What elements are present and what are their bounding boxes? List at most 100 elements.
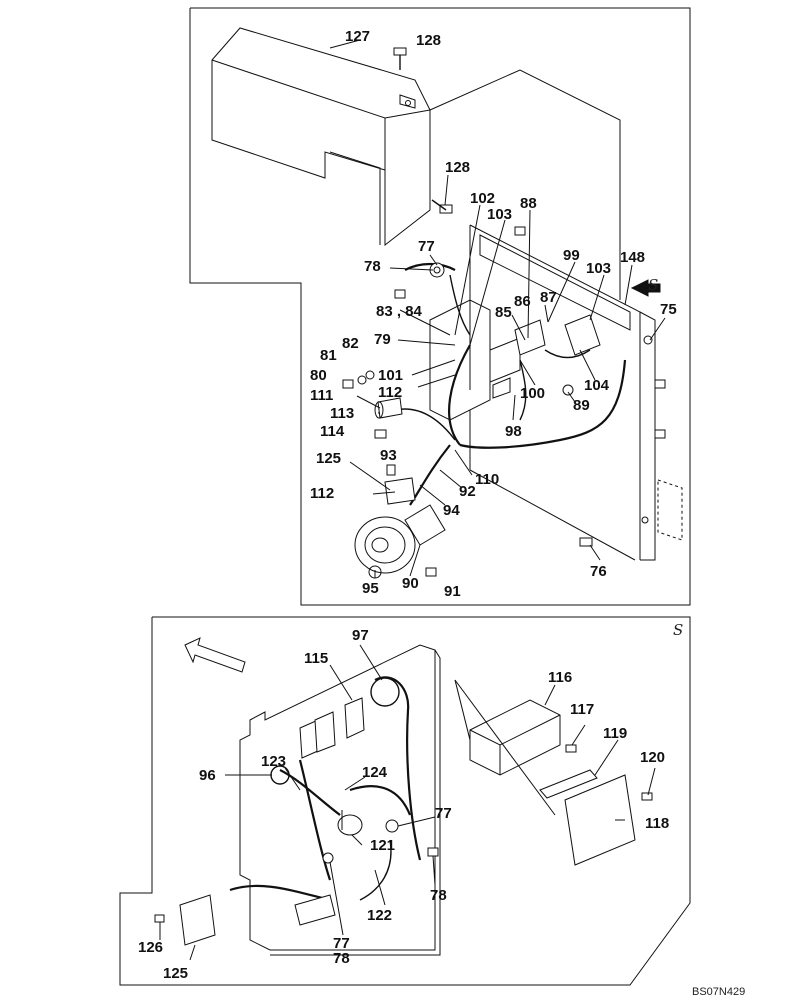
part-label: 148 [620,249,645,266]
wire-harness-lower [229,676,422,902]
part-label: 114 [320,423,345,440]
washer-77-lower [322,819,399,864]
cover-127 [211,27,431,247]
upper-view-border [189,7,691,606]
bolt-93 [386,464,396,476]
part-label: 112 [310,485,334,502]
part-label: 128 [445,159,470,176]
bolt-128-mid [431,199,453,214]
part-label: 111 [310,387,333,404]
connector-125-lower [179,894,336,946]
part-label: 83 , 84 [376,303,423,320]
part-label: 89 [573,397,590,414]
upper-part-labels: 127 128 128 102 103 88 77 78 99 103 148 … [310,28,677,600]
cover-116 [469,699,561,776]
part-label: 116 [548,669,572,686]
connector-125 [384,477,416,505]
part-label: 99 [563,247,580,264]
bolt-80 [342,379,354,389]
view-direction-arrow-icon [184,637,246,673]
leader-lines-upper [329,39,666,578]
part-label: 103 [487,206,512,223]
part-label: 76 [590,563,607,580]
washer-82 [365,370,375,380]
part-label: 79 [374,331,391,348]
part-label: 101 [378,367,403,384]
washer-81 [357,375,367,385]
sheet-118 [564,774,636,866]
part-label: 113 [330,405,354,422]
part-label: 78 [430,887,447,904]
part-label: 75 [660,301,677,318]
part-label: 96 [199,767,216,784]
part-label: 92 [459,483,476,500]
part-label: 77 [333,935,350,952]
part-label: 77 [435,805,452,822]
view-direction-arrow-icon [630,279,661,297]
lower-view-border [119,616,691,986]
part-label: 97 [352,627,369,644]
part-label: 77 [418,238,435,255]
part-label: 100 [520,385,545,402]
part-label: 127 [345,28,370,45]
bolt-76 [579,537,593,547]
bolt-78-upper [394,289,406,299]
part-label: 95 [362,580,379,597]
part-label: 104 [584,377,610,394]
relays-115 [299,697,365,759]
part-label: 102 [470,190,495,207]
wire-harness-upper [394,262,627,506]
part-label: 91 [444,583,461,600]
part-label: 120 [640,749,665,766]
part-label: 126 [138,939,163,956]
part-label: 125 [163,965,188,982]
part-label: 125 [316,450,341,467]
horn-95 [354,504,446,579]
bolt-91 [425,567,437,577]
leader-116 [454,679,471,741]
grommet-97 [370,677,400,707]
part-label: 119 [603,725,627,742]
diagram-code: BS07N429 [692,986,745,998]
part-label: 85 [495,304,512,321]
bolt-126 [154,914,165,923]
part-label: 98 [505,423,522,440]
part-label: 88 [520,195,537,212]
section-markers: S S [648,276,683,639]
part-121 [337,810,363,836]
part-label: 121 [370,837,395,854]
part-label: 94 [443,502,460,519]
part-label: 78 [364,258,381,275]
bolt-88 [514,226,526,236]
part-label: 87 [540,289,557,306]
section-marker-lower: S [673,621,683,639]
mounting-plate-lower [239,644,441,956]
section-marker-upper: S [648,276,658,294]
part-label: 82 [342,335,359,352]
part-label: 123 [261,753,286,770]
part-label: 110 [475,471,499,488]
mounting-plate [429,69,683,561]
part-label: 124 [362,764,388,781]
part-label: 112 [378,384,402,401]
part-label: 122 [367,907,392,924]
plate-119 [539,769,598,799]
part-label: 86 [514,293,531,310]
part-label: 117 [570,701,594,718]
leader-guide [454,679,556,816]
connector-113 [374,397,403,419]
part-label: 81 [320,347,337,364]
part-label: 115 [304,650,328,667]
bolt-117 [565,744,577,753]
part-label: 78 [333,950,350,967]
lower-part-labels: 97 115 116 117 119 96 123 124 120 77 118… [138,627,669,982]
part-label: 118 [645,815,669,832]
bolt-114 [374,429,387,439]
bolt-89 [562,384,574,396]
bolt-128-top [393,47,407,70]
relay-block [429,299,601,421]
part-label: 93 [380,447,397,464]
part-label: 103 [586,260,611,277]
part-label: 80 [310,367,327,384]
